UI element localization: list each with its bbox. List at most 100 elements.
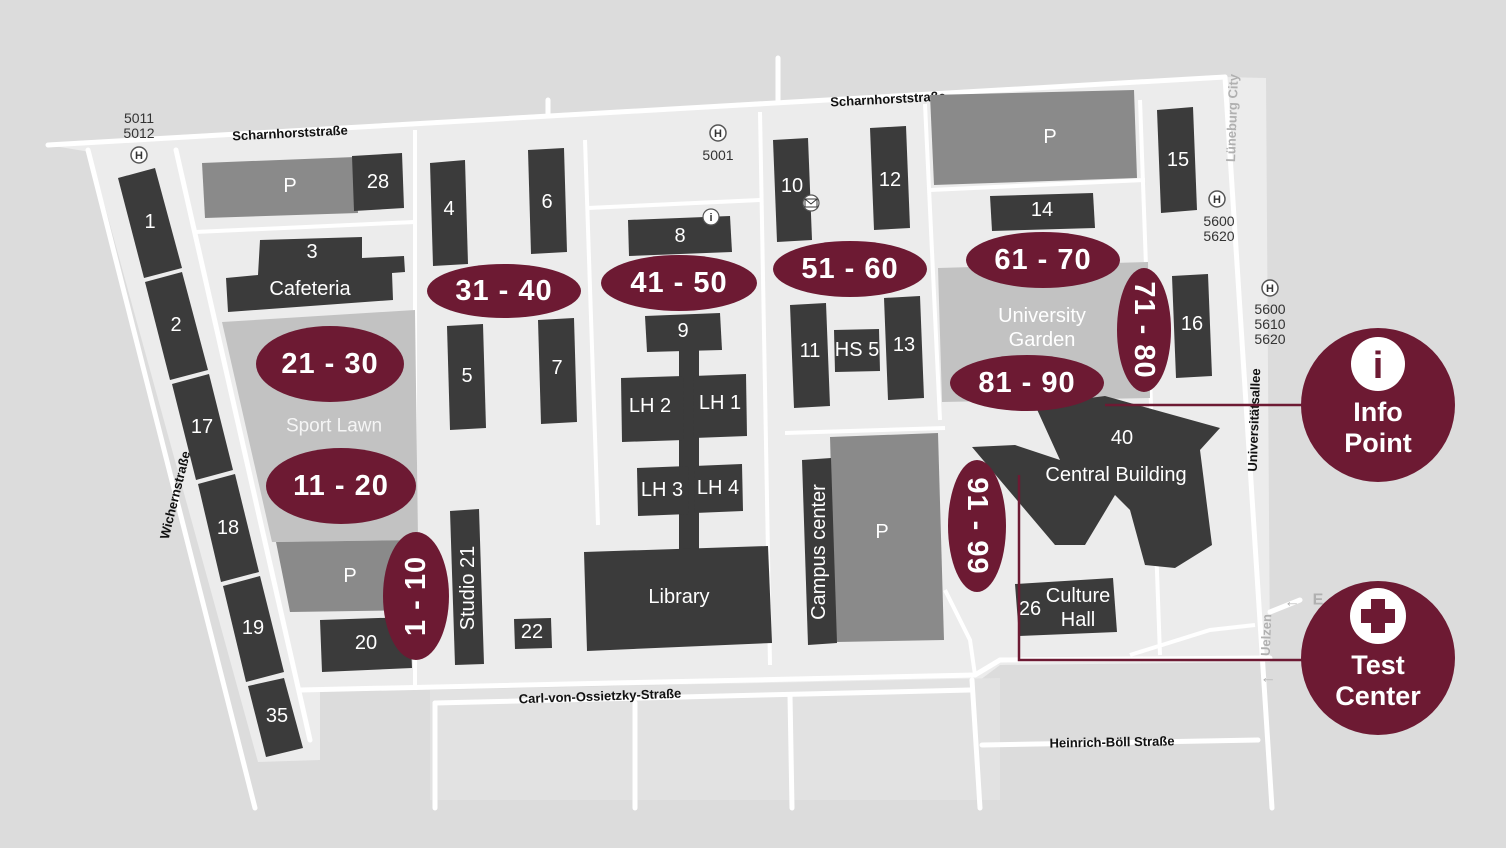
building-label: LH 3 [641, 479, 683, 501]
building-18 [198, 474, 259, 582]
zone-1-10: 1 - 10 [383, 532, 449, 660]
building-label: 35 [266, 705, 288, 727]
info-point-badge[interactable]: i Info Point [1301, 328, 1455, 482]
zone-label: 51 - 60 [801, 253, 898, 285]
building-label: 11 [800, 340, 821, 362]
building-6 [528, 148, 567, 254]
street-label-carl-von-ossietzky: Carl-von-Ossietzky-Straße [519, 686, 682, 707]
building-label: 6 [541, 191, 552, 213]
building-label: 26 [1019, 598, 1041, 620]
arrow-left-icon: ← [1284, 594, 1300, 611]
culture-hall-label: Culture [1046, 585, 1110, 607]
street-label-universitaetsallee: Universitätsallee [1245, 368, 1264, 472]
building-label: 9 [677, 320, 688, 342]
building-label: HS 5 [835, 339, 879, 361]
parking-label: P [875, 521, 888, 543]
building-8 [628, 216, 732, 256]
building-17 [172, 374, 233, 480]
building-10 [773, 138, 812, 242]
road-network [45, 55, 1303, 811]
building-campus-center [802, 458, 837, 645]
building-label: 7 [551, 357, 562, 379]
building-label: LH 2 [629, 395, 671, 417]
test-center-badge[interactable]: Test Center [1301, 581, 1455, 735]
building-label: 13 [893, 334, 915, 356]
bus-stop-icon [130, 146, 148, 164]
campus-center-label: Campus center [808, 484, 830, 620]
mail-icon-envelope [804, 198, 818, 208]
south-area [430, 678, 1000, 800]
central-building-label: Central Building [1045, 464, 1186, 486]
bus-line: 5610 [1254, 316, 1285, 332]
library-label: Library [648, 586, 709, 608]
culture-hall-label: Hall [1061, 609, 1095, 631]
building-5 [447, 324, 486, 430]
mail-icon-flap [804, 198, 818, 205]
zone-71-80: 71 - 80 [1117, 268, 1171, 392]
building-label: 15 [1167, 149, 1189, 171]
bus-stop-icon [709, 124, 727, 142]
bus-stop-center: H 5001 [702, 124, 734, 163]
building-label: 8 [674, 225, 685, 247]
exit-label: E [1313, 592, 1324, 609]
zone-label: 11 - 20 [293, 470, 389, 502]
library-building [584, 546, 772, 651]
building-label: 28 [367, 171, 389, 193]
zone-label: 91 - 99 [961, 477, 993, 574]
lecture-hall-3 [637, 466, 689, 516]
building-label: 22 [521, 621, 543, 643]
bus-stop-icon [1208, 190, 1226, 208]
zone-label: 31 - 40 [455, 275, 552, 307]
zone-41-50: 41 - 50 [601, 255, 757, 311]
building-11 [790, 303, 830, 408]
test-center-label: Center [1335, 681, 1421, 711]
zone-label: 1 - 10 [400, 556, 432, 636]
building-label: 12 [879, 169, 901, 191]
building-28 [352, 153, 404, 211]
studio-21-label: Studio 21 [457, 546, 479, 631]
building-15 [1157, 107, 1197, 213]
plus-icon-horizontal [1361, 609, 1395, 623]
parking-north-east [930, 90, 1137, 185]
bus-stop-icon [1261, 279, 1279, 297]
building-19 [223, 576, 284, 682]
info-point-label: Info [1353, 397, 1402, 427]
building-12 [870, 126, 910, 230]
sport-lawn-label: Sport Lawn [286, 416, 382, 437]
arrow-left-icon: ← [1260, 670, 1276, 687]
zone-label: 81 - 90 [978, 367, 1075, 399]
zone-61-70: 61 - 70 [966, 232, 1120, 288]
parking-label: P [1043, 126, 1056, 148]
building-14 [990, 193, 1095, 231]
central-building [972, 396, 1220, 568]
building-3-cafeteria [226, 237, 405, 312]
building-label: 2 [170, 314, 181, 336]
street-label-lueneburg-city: Lüneburg City [1223, 73, 1241, 162]
zone-11-20: 11 - 20 [266, 448, 416, 524]
bus-stop-northeast: H 5600 5620 [1203, 190, 1235, 244]
street-label-uelzen: Uelzen [1258, 614, 1274, 656]
building-22 [514, 618, 552, 649]
building-label: 5 [461, 365, 472, 387]
lecture-hall-4 [694, 464, 743, 513]
bus-line: 5012 [123, 125, 154, 141]
zone-label: 41 - 50 [630, 267, 727, 299]
parking-campus-center [830, 433, 944, 642]
university-garden-label: Garden [1009, 329, 1076, 351]
lecture-hall-2 [621, 376, 684, 442]
info-icon [1351, 337, 1405, 391]
bus-stop-east: H 5600 5610 5620 [1254, 279, 1286, 347]
bus-line: 5620 [1254, 331, 1285, 347]
bus-stop-icon-letter: H [714, 128, 722, 140]
bus-line: 5600 [1254, 301, 1285, 317]
building-label: LH 4 [697, 477, 739, 499]
street-label-scharnhorst-east: Scharnhorststraße [830, 88, 946, 109]
parking-label: P [283, 175, 296, 197]
building-label: 40 [1111, 427, 1133, 449]
culture-hall [1015, 578, 1117, 636]
university-garden-label: University [998, 305, 1086, 327]
street-label-scharnhorst-west: Scharnhorststraße [232, 122, 348, 143]
zone-label: 21 - 30 [281, 348, 378, 380]
building-label: 14 [1031, 199, 1053, 221]
